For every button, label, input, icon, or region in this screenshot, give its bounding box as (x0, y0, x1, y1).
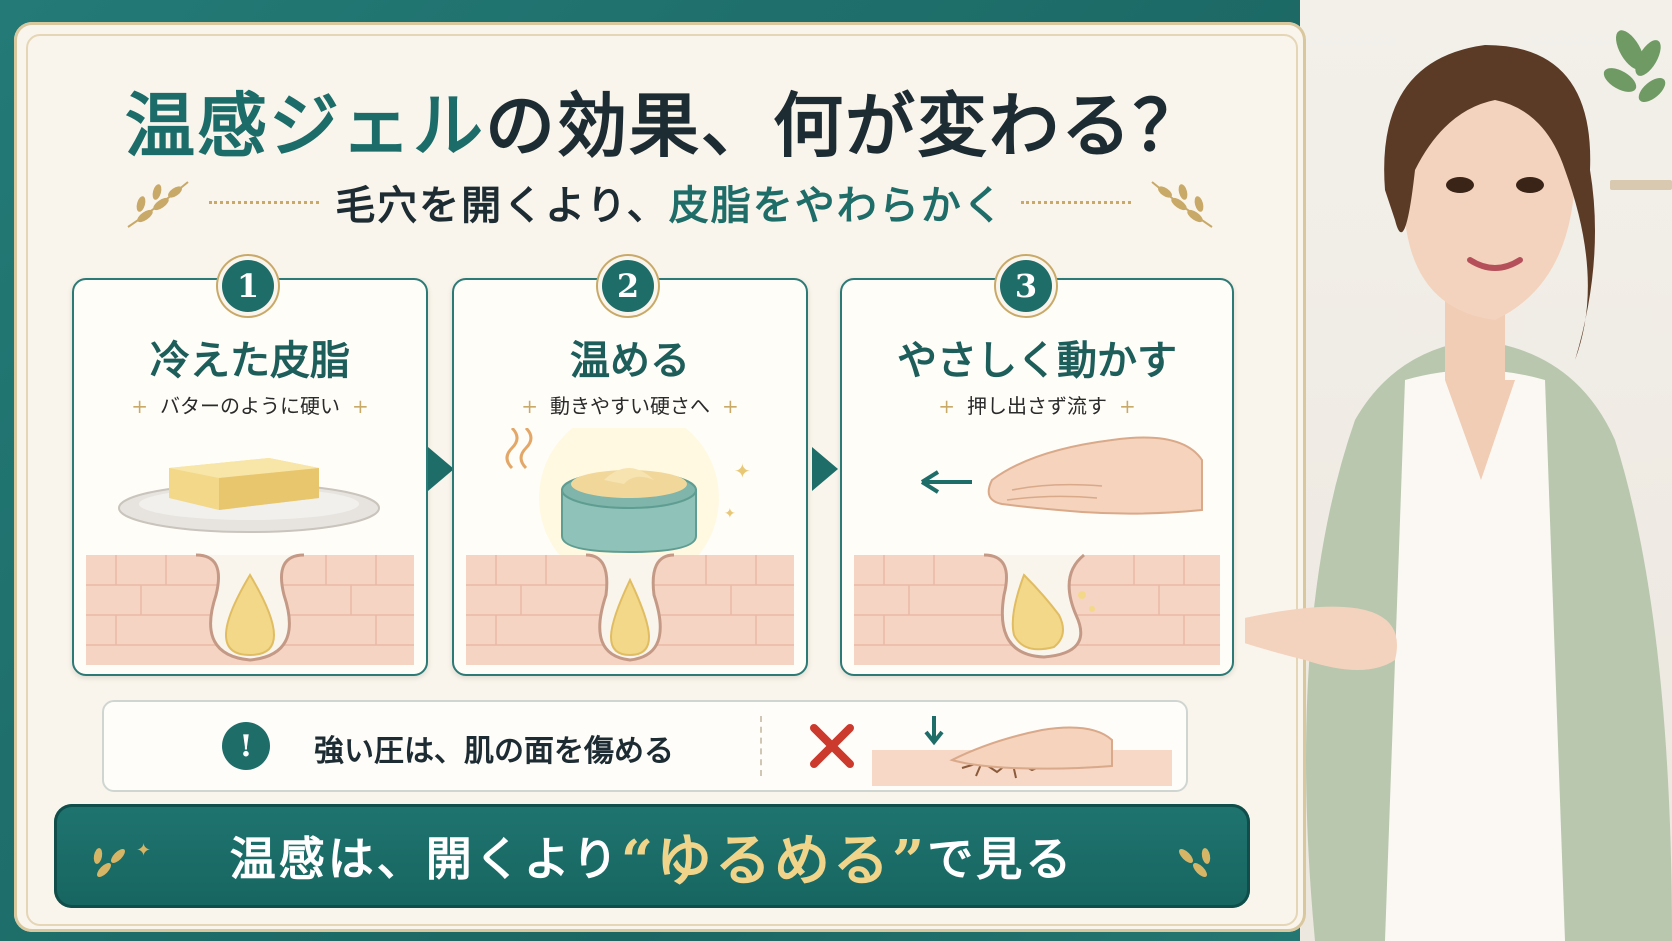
step-subtitle: +動きやすい硬さへ+ (521, 394, 739, 418)
step-number-2: 2 (602, 260, 654, 312)
step-subtitle-text: 動きやすい硬さへ (550, 394, 710, 418)
hand-stroke-icon (920, 436, 1203, 515)
step-subtitle-text: バターのように硬い (160, 394, 340, 418)
banner-text: 温感は、開くより“ゆるめる”で見る (54, 804, 1250, 908)
step-subtitle-text: 押し出さず流す (967, 394, 1107, 418)
warning-text: 強い圧は、肌の面を傷める (314, 734, 674, 769)
warning-divider (760, 716, 762, 776)
step-arrow-2 (812, 447, 838, 491)
step-title: 温める (570, 337, 690, 384)
step-arrow-1 (428, 447, 454, 491)
step-subtitle: +押し出さず流す+ (938, 394, 1136, 418)
svg-text:✦: ✦ (724, 506, 736, 522)
laurel-left-icon: ✦ (93, 840, 151, 877)
title-rest: の効果、何が変わる？ (485, 84, 1205, 167)
title-accent: 温感ジェル (125, 84, 485, 167)
step-card-3: やさしく動かす +押し出さず流す+ (840, 278, 1234, 676)
banner-highlight: “ゆるめる” (620, 827, 928, 894)
step-subtitle: +バターのように硬い+ (131, 394, 369, 418)
skin-pore-diagram (854, 553, 1220, 665)
subtitle-part1: 毛穴を開くより、 (335, 182, 669, 229)
step-card-1: 冷えた皮脂 +バターのように硬い+ (72, 278, 428, 676)
laurel-right-icon (1179, 848, 1211, 877)
dotted-line-right (1020, 200, 1131, 204)
banner-part2: で見る (927, 832, 1075, 886)
page-title: 温感ジェルの効果、何が変わる？ (0, 70, 1330, 171)
step-title: 冷えた皮脂 (150, 337, 350, 384)
presenter-woman-image (1245, 45, 1672, 941)
dotted-line-left (209, 200, 320, 204)
svg-text:✦: ✦ (734, 459, 751, 483)
svg-text:✦: ✦ (136, 840, 151, 861)
skin-pore-diagram (86, 553, 414, 665)
banner-part1: 温感は、開くより (229, 832, 621, 886)
subtitle-part2: 皮脂をやわらかく (668, 182, 1005, 229)
laurel-right-icon (1151, 181, 1213, 228)
wall-shelf (1610, 180, 1672, 190)
skin-pore-diagram (466, 553, 794, 665)
warning-icon: ! (222, 722, 270, 770)
laurel-left-icon (127, 181, 189, 228)
warning-box: ! 強い圧は、肌の面を傷める (102, 700, 1188, 792)
gel-jar-icon: ✦ ✦ (505, 428, 751, 558)
plant-icon (1603, 30, 1666, 102)
step-card-2: 温める +動きやすい硬さへ+ ✦ ✦ (452, 278, 808, 676)
step-number-3: 3 (1000, 260, 1052, 312)
step-number-1: 1 (222, 260, 274, 312)
subtitle: 毛穴を開くより、皮脂をやわらかく (335, 173, 1005, 231)
conclusion-banner: ✦ 温感は、開くより“ゆるめる”で見る (54, 804, 1250, 908)
step-title: やさしく動かす (897, 337, 1177, 384)
subtitle-row: 毛穴を開くより、皮脂をやわらかく (80, 172, 1260, 232)
cracked-skin-icon (872, 716, 1172, 786)
cross-mark-icon (810, 724, 854, 768)
butter-icon (118, 458, 380, 533)
